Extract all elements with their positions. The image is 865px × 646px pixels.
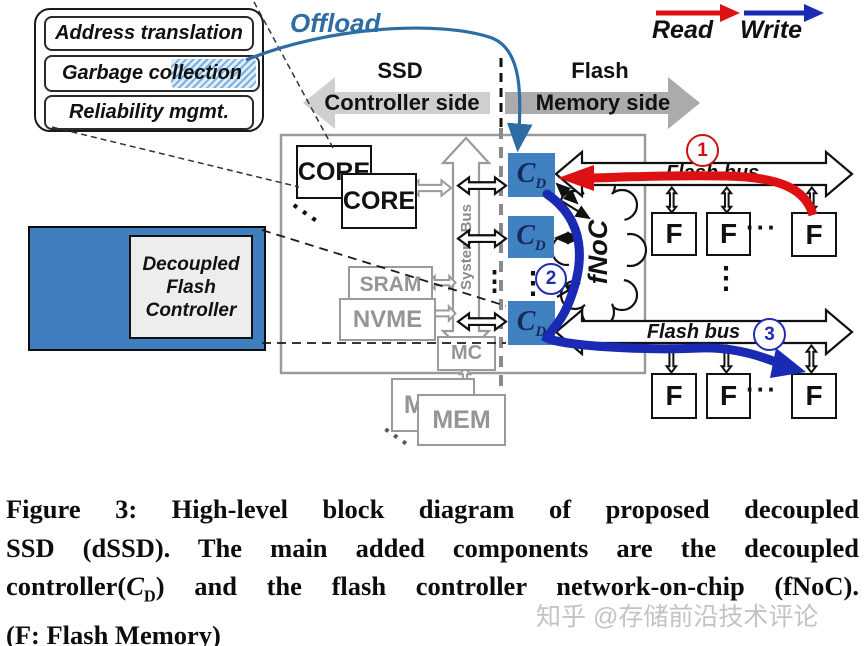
bus-cd2-arrow — [457, 229, 507, 248]
decoupled-controller-3: CD — [508, 301, 555, 345]
cd-subscript: D — [535, 323, 547, 340]
memory-controller-box: MC — [437, 336, 496, 371]
cd-fnoc-link — [559, 199, 591, 220]
flash-chip: F — [706, 373, 751, 419]
caption-math-sub: D — [143, 586, 156, 606]
controller-side-subtitle: Controller side — [324, 90, 480, 115]
watermark: 知乎 @存储前沿技术评论 — [536, 603, 819, 631]
f-bus-arrow — [806, 345, 817, 373]
dfc-line: Decoupled — [142, 253, 240, 275]
cd-letter: C — [516, 157, 536, 189]
legend-write-label: Write — [740, 16, 803, 44]
fnoc-cloud — [550, 166, 648, 330]
flash-chip: F — [791, 212, 837, 257]
caption-text: ) and the flash controller network-on-ch… — [155, 571, 859, 601]
figure-caption: Figure 3: High-level block diagram of pr… — [6, 490, 859, 646]
function-label: Garbage collection — [61, 62, 243, 84]
cd-letter: C — [516, 219, 535, 251]
caption-text: controller( — [6, 571, 127, 601]
function-garbage-collection: Garbage collection — [44, 55, 260, 92]
f-bus-arrow — [666, 345, 677, 373]
f-bus-arrow — [721, 345, 732, 373]
bus-cd1-arrow — [457, 176, 507, 195]
system-bus-label: System Bus — [458, 204, 475, 290]
cd-fnoc-link — [555, 182, 579, 205]
nvme-box: NVME — [339, 298, 436, 341]
dfc-line: Controller — [145, 299, 237, 321]
offload-label: Offload — [290, 8, 381, 38]
fnoc-label: fNoC — [583, 219, 613, 284]
bus-cd3-arrow — [457, 312, 507, 331]
caption-line-1: Figure 3: High-level block diagram of pr… — [6, 494, 859, 524]
legend-read-label: Read — [652, 16, 714, 44]
step-2-badge: 2 — [535, 263, 567, 295]
system-bus — [440, 136, 492, 356]
bus-arrows-vdots: ⋮ — [481, 266, 510, 296]
flash-bottom-ellipsis: ··· — [746, 374, 778, 404]
flash-chip: F — [791, 373, 837, 419]
core-box-front: CORE — [341, 173, 417, 229]
decoupled-flash-controller-box: Decoupled Flash Controller — [129, 235, 253, 339]
flash-chip: F — [706, 212, 751, 256]
flash-bus-top-label: Flash bus — [665, 162, 760, 184]
function-label: Address translation — [55, 22, 243, 44]
step-1-badge: 1 — [686, 134, 719, 167]
offload-hatch-highlight — [171, 59, 256, 88]
step-3-badge: 3 — [753, 318, 786, 351]
flash-chip: F — [651, 373, 697, 419]
function-label: Reliability mgmt. — [68, 101, 230, 123]
decoupled-controller-2: CD — [508, 216, 554, 258]
f-bus-arrow — [807, 187, 817, 213]
controller-side-title: SSD — [377, 58, 423, 83]
function-reliability-mgmt: Reliability mgmt. — [44, 95, 254, 130]
flash-bus-bottom-label: Flash bus — [646, 321, 741, 343]
flash-groups-vdots: ⋮ — [711, 262, 743, 295]
memory-side-subtitle: Memory side — [535, 90, 671, 115]
cd-subscript: D — [535, 175, 547, 192]
caption-line-3: controller(CD) and the flash controller … — [6, 567, 859, 616]
caption-line-4: (F: Flash Memory) — [6, 619, 221, 646]
flash-top-ellipsis: ··· — [746, 212, 778, 242]
dfc-line: Flash — [166, 276, 216, 298]
decoupled-controller-1: CD — [508, 153, 555, 197]
caption-line-2: SSD (dSSD). The main added components ar… — [6, 532, 859, 563]
caption-math-c: C — [126, 571, 144, 601]
cd-subscript: D — [534, 237, 546, 254]
memory-side-title: Flash — [571, 58, 629, 83]
f-bus-arrow — [722, 187, 732, 213]
mem-box-front: MEM — [417, 394, 506, 446]
cd-letter: C — [516, 305, 536, 337]
functions-core-callout — [51, 126, 300, 188]
offload-arrow — [245, 26, 533, 153]
f-bus-arrow — [667, 187, 677, 213]
flash-chip: F — [651, 212, 697, 256]
function-address-translation: Address translation — [44, 16, 254, 51]
